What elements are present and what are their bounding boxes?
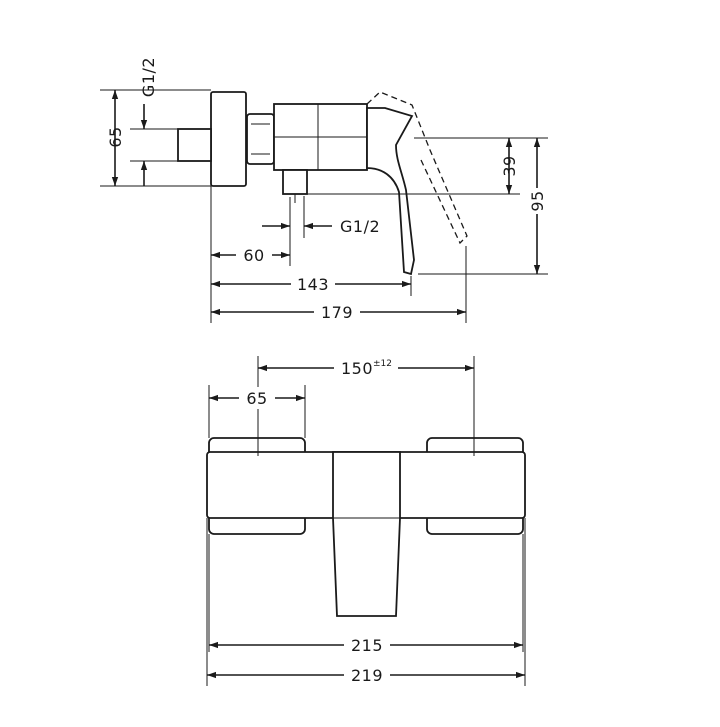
side-view: G1/2 65 39 95 G1/2 60 143 179 (100, 57, 548, 323)
dim-150-tolerance: ±12 (373, 359, 392, 369)
dim-65-front: 65 (246, 389, 267, 408)
wall-flange (210, 91, 247, 187)
dim-150: 150 (341, 359, 373, 378)
dim-60: 60 (243, 246, 264, 265)
thread-label-bottom: G1/2 (340, 217, 380, 236)
thread-label-left: G1/2 (139, 57, 158, 97)
dim-143: 143 (297, 275, 329, 294)
dim-65-side: 65 (106, 126, 125, 147)
lever-alt-position (366, 91, 468, 245)
dim-215: 215 (351, 636, 383, 655)
inlet-stub (177, 128, 212, 162)
connection-nut (246, 113, 275, 165)
lever-handle (366, 107, 415, 276)
dim-179: 179 (321, 303, 353, 322)
dim-95: 95 (528, 190, 547, 211)
dim-219: 219 (351, 666, 383, 685)
outlet-nipple (282, 169, 308, 195)
dim-39: 39 (500, 155, 519, 176)
lever-front (332, 451, 401, 617)
front-view: 150 ±12 65 215 219 (206, 356, 526, 686)
